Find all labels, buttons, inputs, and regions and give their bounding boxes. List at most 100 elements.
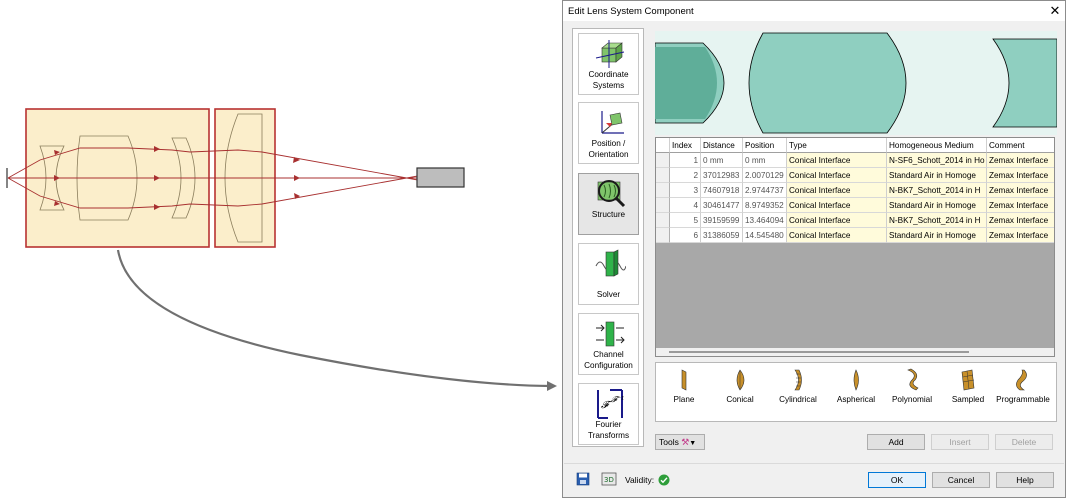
cancel-button[interactable]: Cancel: [932, 472, 990, 488]
surface-label: Polynomial: [891, 395, 933, 404]
col-medium[interactable]: Homogeneous Medium: [887, 138, 987, 153]
nav-label-line1: Fourier: [595, 420, 622, 429]
cell-position[interactable]: 14.545480: [743, 228, 787, 243]
ok-button[interactable]: OK: [868, 472, 926, 488]
cell-comment[interactable]: Zemax Interface: [987, 228, 1054, 243]
row-header[interactable]: [656, 153, 670, 168]
cell-type[interactable]: Conical Interface: [787, 228, 887, 243]
insert-button[interactable]: Insert: [931, 434, 989, 450]
close-button[interactable]: ✕: [1049, 3, 1061, 18]
cell-type[interactable]: Conical Interface: [787, 183, 887, 198]
cell-comment[interactable]: Zemax Interface: [987, 183, 1054, 198]
surface-programmable[interactable]: Programmable: [990, 363, 1056, 421]
cell-comment[interactable]: Zemax Interface: [987, 198, 1054, 213]
add-button[interactable]: Add: [867, 434, 925, 450]
cell-distance[interactable]: 74607918: [701, 183, 743, 198]
cell-type[interactable]: Conical Interface: [787, 213, 887, 228]
surface-plane[interactable]: Plane: [660, 363, 708, 421]
cell-comment[interactable]: Zemax Interface: [987, 168, 1054, 183]
cell-medium[interactable]: Standard Air in Homoge: [887, 228, 987, 243]
col-type[interactable]: Type: [787, 138, 887, 153]
cell-index[interactable]: 2: [670, 168, 701, 183]
surface-aspherical[interactable]: Aspherical: [828, 363, 884, 421]
tools-button[interactable]: Tools ⚒▼: [655, 434, 705, 450]
nav-solver[interactable]: Solver: [578, 243, 639, 305]
nav-coordinate-systems[interactable]: Coordinate Systems: [578, 33, 639, 95]
row-header[interactable]: [656, 183, 670, 198]
nav-structure[interactable]: Structure: [578, 173, 639, 235]
cell-index[interactable]: 3: [670, 183, 701, 198]
nav-fourier-transforms[interactable]: 𝓕 𝓕⁻¹ Fourier Transforms: [578, 383, 639, 445]
surface-cylindrical[interactable]: Cylindrical: [770, 363, 826, 421]
position-orientation-icon: [601, 111, 624, 134]
cell-position[interactable]: 13.464094: [743, 213, 787, 228]
cell-medium[interactable]: Standard Air in Homoge: [887, 198, 987, 213]
surface-polynomial[interactable]: Polynomial: [884, 363, 940, 421]
help-button[interactable]: Help: [996, 472, 1054, 488]
nav-label-line2: Systems: [592, 81, 625, 90]
nav-label-line1: Position /: [591, 139, 626, 148]
coordinate-systems-icon: [595, 40, 625, 68]
cell-medium[interactable]: N-SF6_Schott_2014 in Ho: [887, 153, 987, 168]
row-header[interactable]: [656, 228, 670, 243]
save-icon[interactable]: [576, 472, 590, 486]
cell-index[interactable]: 6: [670, 228, 701, 243]
cell-type[interactable]: Conical Interface: [787, 168, 887, 183]
title-bar: Edit Lens System Component ✕: [563, 1, 1065, 21]
cell-distance[interactable]: 39159599 r: [701, 213, 743, 228]
nav-label: Structure: [579, 209, 638, 220]
cell-index[interactable]: 5: [670, 213, 701, 228]
cell-medium[interactable]: Standard Air in Homoge: [887, 168, 987, 183]
cell-position[interactable]: 2.0070129: [743, 168, 787, 183]
nav-label-line1: Coordinate: [588, 70, 629, 79]
col-index[interactable]: Index: [670, 138, 701, 153]
svg-text:3D: 3D: [604, 476, 614, 484]
cell-index[interactable]: 1: [670, 153, 701, 168]
scrollbar-thumb[interactable]: [669, 351, 969, 353]
dialog-title: Edit Lens System Component: [568, 6, 694, 17]
delete-button[interactable]: Delete: [995, 434, 1053, 450]
cell-distance[interactable]: 31386059 r: [701, 228, 743, 243]
col-position[interactable]: Position: [743, 138, 787, 153]
cell-distance[interactable]: 0 mm: [701, 153, 743, 168]
cell-type[interactable]: Conical Interface: [787, 153, 887, 168]
header-corner: [656, 138, 670, 153]
surface-conical[interactable]: Conical: [712, 363, 768, 421]
col-comment[interactable]: Comment: [987, 138, 1054, 153]
dialog-footer: [564, 463, 1064, 498]
row-header[interactable]: [656, 213, 670, 228]
polynomial-surface-icon: [907, 368, 919, 391]
cell-medium[interactable]: N-BK7_Schott_2014 in H: [887, 183, 987, 198]
nav-label-line2: Transforms: [587, 431, 630, 440]
surface-sampled[interactable]: Sampled: [940, 363, 996, 421]
cell-position[interactable]: 8.9749352: [743, 198, 787, 213]
cell-distance[interactable]: 37012983 r: [701, 168, 743, 183]
cell-distance[interactable]: 30461477 r: [701, 198, 743, 213]
cell-position[interactable]: 0 mm: [743, 153, 787, 168]
cell-type[interactable]: Conical Interface: [787, 198, 887, 213]
nav-label: Solver: [579, 289, 638, 300]
chevron-down-icon: ▼: [689, 440, 697, 447]
row-header[interactable]: [656, 198, 670, 213]
fourier-transforms-icon: 𝓕 𝓕⁻¹: [597, 389, 624, 419]
col-distance[interactable]: Distance: [701, 138, 743, 153]
row-header[interactable]: [656, 168, 670, 183]
nav-label-line1: Solver: [596, 290, 621, 299]
cell-position[interactable]: 2.9744737: [743, 183, 787, 198]
tools-icon: ⚒: [681, 437, 690, 447]
cell-comment[interactable]: Zemax Interface: [987, 153, 1054, 168]
system-view-icon[interactable]: 3D: [601, 472, 617, 486]
detector[interactable]: [416, 167, 465, 188]
cell-comment[interactable]: Zemax Interface: [987, 213, 1054, 228]
nav-position-orientation[interactable]: Position / Orientation: [578, 102, 639, 164]
programmable-surface-icon: [1016, 369, 1027, 391]
cell-medium[interactable]: N-BK7_Schott_2014 in H: [887, 213, 987, 228]
nav-channel-configuration[interactable]: Channel Configuration: [578, 313, 639, 375]
cell-index[interactable]: 4: [670, 198, 701, 213]
